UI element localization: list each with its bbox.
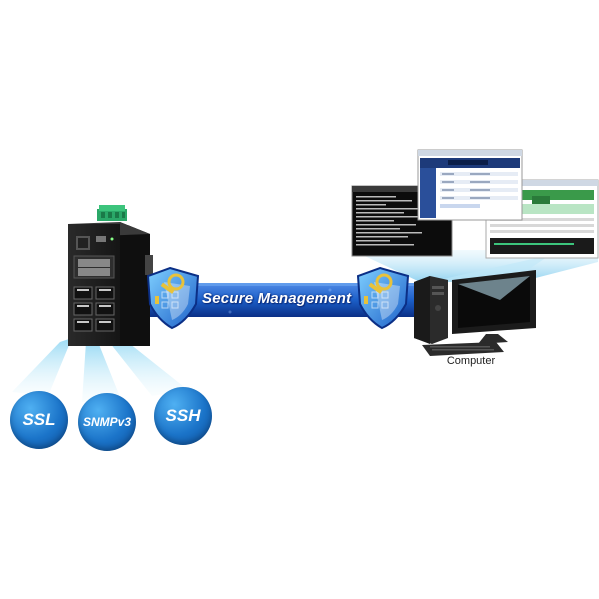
protocol-snmpv3-badge: SNMPv3 — [78, 393, 136, 451]
protocol-ssh-label: SSH — [165, 406, 201, 425]
protocol-ssl-label: SSL — [22, 410, 56, 429]
protocol-snmpv3-label: SNMPv3 — [82, 415, 132, 429]
security-shield-key-icon — [146, 266, 200, 330]
protocol-ssl-badge: SSL — [10, 391, 68, 449]
keyboard-icon — [422, 342, 504, 356]
switch-light-beams — [12, 336, 188, 402]
ethernet-switch-icon — [68, 205, 153, 346]
protocol-ssh-badge: SSH — [154, 387, 212, 445]
security-shield-key-icon — [356, 266, 410, 330]
web-ui-window-config — [417, 149, 523, 221]
banner-label: Secure Management — [202, 290, 352, 307]
monitor-icon — [452, 270, 536, 344]
computer-label: Computer — [446, 355, 496, 367]
tower-pc-icon — [414, 276, 448, 344]
